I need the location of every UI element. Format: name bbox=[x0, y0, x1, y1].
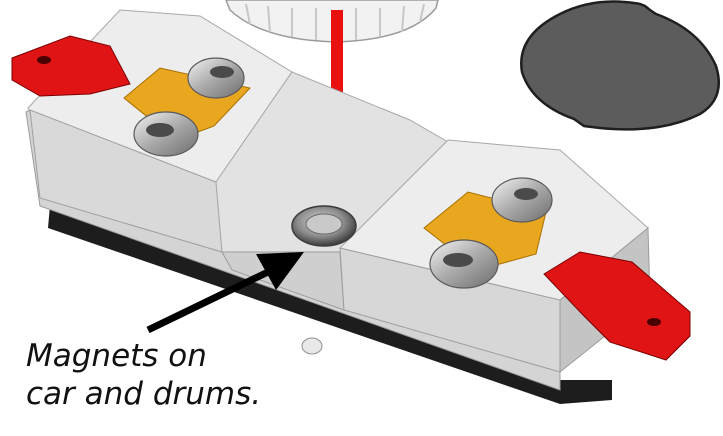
right-wheel-top bbox=[492, 178, 552, 222]
caption-line-2: car and drums. bbox=[26, 375, 261, 413]
car-magnet bbox=[292, 206, 356, 246]
bottom-pin bbox=[302, 338, 322, 354]
left-wheel-bottom bbox=[134, 112, 198, 156]
caption: Magnets on car and drums. bbox=[26, 337, 261, 413]
caption-line-1: Magnets on bbox=[26, 337, 261, 375]
magnet-disc bbox=[521, 2, 718, 130]
right-wheel-bottom bbox=[430, 240, 498, 288]
left-wheel-top bbox=[188, 58, 244, 98]
